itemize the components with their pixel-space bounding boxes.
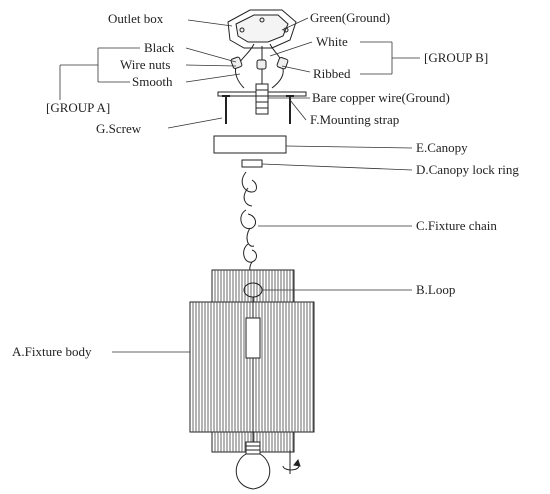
canopy [213,135,287,154]
labels: Outlet box Green(Ground) White Black Wir… [12,10,519,359]
label-fixture-chain: C.Fixture chain [416,218,497,233]
label-group-b: [GROUP B] [424,50,488,65]
label-bare-copper: Bare copper wire(Ground) [312,90,450,105]
screws [222,95,294,124]
label-green-ground: Green(Ground) [310,10,390,25]
label-group-a: [GROUP A] [46,100,110,115]
rotate-arrow-icon [282,450,301,474]
leader-lines [59,17,420,353]
label-loop: B.Loop [416,282,455,297]
label-outlet-box: Outlet box [108,11,164,26]
label-canopy-lock-ring: D.Canopy lock ring [416,162,519,177]
outlet-box [227,9,297,49]
fixture-chain [240,171,257,277]
light-bulb [235,441,271,490]
label-smooth: Smooth [132,74,173,89]
label-canopy: E.Canopy [416,140,468,155]
label-black: Black [144,40,175,55]
label-wire-nuts: Wire nuts [120,57,170,72]
wire-nuts [230,56,289,70]
mounting-strap [217,83,307,115]
label-mounting-strap: F.Mounting strap [310,112,399,127]
label-screw: G.Screw [96,121,142,136]
socket-rod [245,297,261,442]
label-white: White [316,34,348,49]
label-fixture-body: A.Fixture body [12,344,92,359]
label-ribbed: Ribbed [313,66,351,81]
canopy-lock-ring [241,159,263,168]
